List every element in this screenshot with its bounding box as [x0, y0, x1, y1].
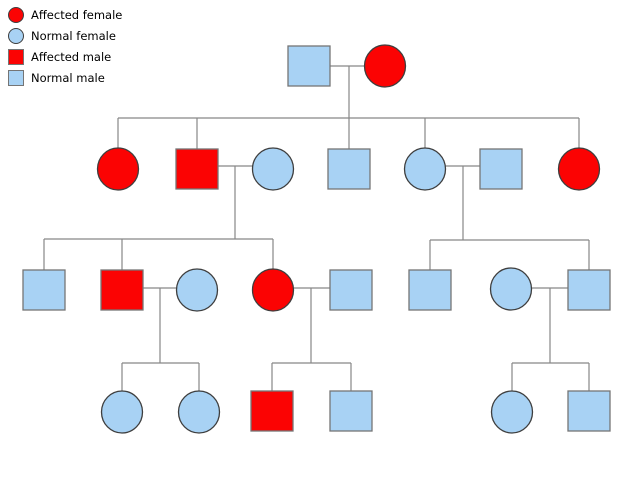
individual-iv-2-normal-female	[177, 390, 221, 434]
individual-ii-7-affected-female	[557, 147, 601, 191]
individual-iii-2-affected-male	[100, 269, 144, 311]
individual-ii-5-normal-female	[403, 147, 447, 191]
legend-item-normal-female: Normal female	[8, 25, 122, 46]
individual-iv-3-affected-male	[250, 390, 294, 432]
legend-item-normal-male: Normal male	[8, 67, 122, 88]
individual-ii-1-affected-female	[96, 147, 140, 191]
individual-iv-5-normal-female	[490, 390, 534, 434]
individual-iv-6-normal-male	[567, 390, 611, 432]
legend-swatch-normal-female	[8, 27, 24, 44]
individual-iii-1-normal-male	[22, 269, 66, 311]
individual-iii-4-affected-female	[251, 268, 295, 312]
legend-label: Normal female	[31, 28, 116, 43]
individual-iii-7-normal-female	[489, 267, 533, 311]
individual-ii-6-normal-male	[479, 148, 523, 190]
individual-i-1-normal-male	[287, 45, 331, 87]
legend-item-affected-male: Affected male	[8, 46, 122, 67]
legend-label: Normal male	[31, 70, 105, 85]
individual-iii-5-normal-male	[329, 269, 373, 311]
legend-label: Affected male	[31, 49, 112, 64]
individual-iv-4-normal-male	[329, 390, 373, 432]
legend-swatch-normal-male	[8, 69, 24, 86]
individual-iv-1-normal-female	[100, 390, 144, 434]
individual-ii-3-normal-female	[251, 147, 295, 191]
individual-ii-4-normal-male	[327, 148, 371, 190]
individual-i-2-affected-female	[363, 44, 407, 88]
individual-iii-8-normal-male	[567, 269, 611, 311]
individual-ii-2-affected-male	[175, 148, 219, 190]
legend-label: Affected female	[31, 7, 123, 22]
individual-iii-6-normal-male	[408, 269, 452, 311]
legend-swatch-affected-female	[8, 6, 24, 23]
individual-iii-3-normal-female	[175, 268, 219, 312]
legend-swatch-affected-male	[8, 48, 24, 65]
legend-item-affected-female: Affected female	[8, 4, 122, 25]
